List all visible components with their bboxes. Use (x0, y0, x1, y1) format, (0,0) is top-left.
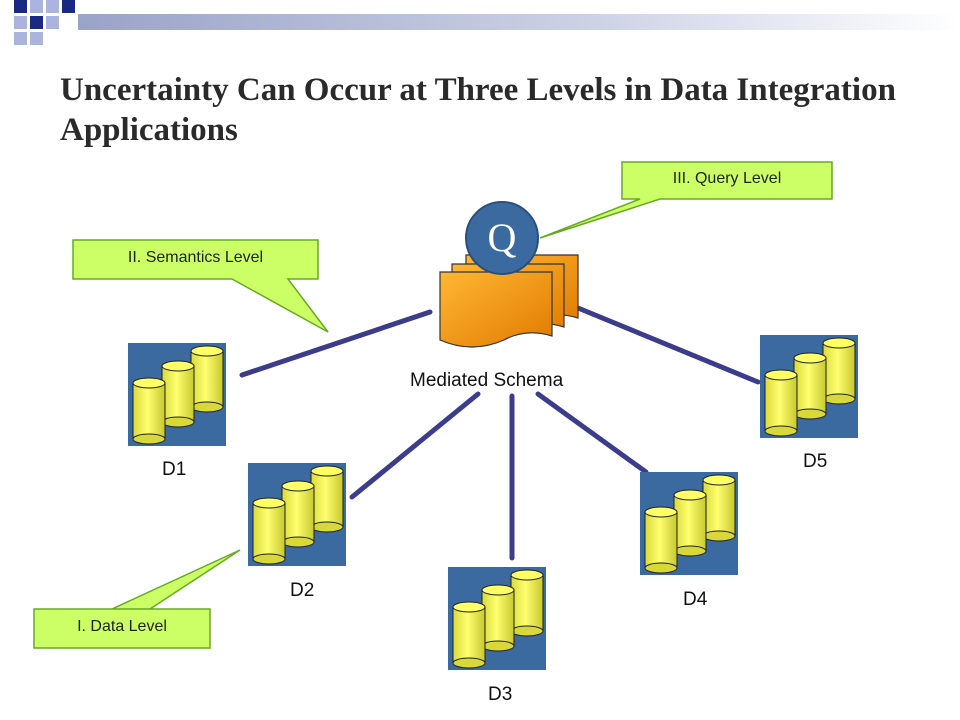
mediated-schema-label: Mediated Schema (410, 370, 564, 391)
source-label-d2: D2 (290, 580, 315, 601)
callout-query-label: III. Query Level (672, 170, 782, 187)
slide-title: Uncertainty Can Occur at Three Levels in… (60, 72, 896, 148)
query-symbol: Q (487, 215, 517, 260)
callout-data-level (33, 549, 241, 649)
corner-decoration (14, 0, 960, 45)
database-icon-d1 (128, 343, 226, 446)
source-label-d5: D5 (803, 451, 828, 472)
callout-query-level (539, 161, 833, 239)
callout-semantics-level (72, 239, 329, 333)
database-icon-d5 (760, 335, 858, 438)
connector-d2 (349, 391, 481, 500)
connectors (239, 305, 761, 561)
callout-semantics-label: II. Semantics Level (127, 249, 264, 266)
query-circle-icon (465, 201, 539, 275)
database-icon-d3 (448, 567, 546, 670)
source-label-d3: D3 (488, 684, 513, 705)
connector-d5 (575, 305, 761, 385)
callout-data-label: I. Data Level (77, 618, 167, 635)
source-label-d1: D1 (162, 459, 187, 480)
connector-d4 (535, 391, 649, 475)
document-stack-icon (439, 254, 579, 348)
connector-d1 (239, 309, 433, 378)
source-label-d4: D4 (683, 589, 708, 610)
database-icon-d4 (640, 472, 738, 575)
database-icon-d2 (248, 463, 346, 566)
